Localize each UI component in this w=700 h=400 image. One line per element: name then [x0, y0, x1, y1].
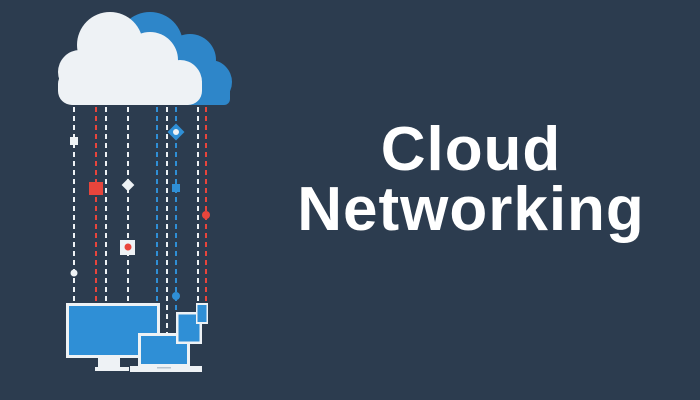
- square-packet-icon: [70, 137, 78, 145]
- cloud-icon: [58, 12, 202, 105]
- circle-packet-icon: [202, 211, 210, 219]
- laptop-icon: [130, 333, 202, 372]
- phone-icon: [196, 303, 208, 324]
- tablet-icon: [176, 312, 202, 344]
- data-packets: [70, 123, 210, 300]
- title-line-2: Networking: [297, 175, 645, 244]
- diamond-packet-icon: [121, 178, 135, 192]
- circle-packet-icon: [70, 269, 78, 277]
- square-packet-icon: [172, 184, 180, 192]
- title-line-1: Cloud: [380, 115, 562, 184]
- circle-packet-icon: [172, 292, 180, 300]
- connection-lines: [73, 107, 207, 333]
- square-packet-icon: [89, 182, 103, 195]
